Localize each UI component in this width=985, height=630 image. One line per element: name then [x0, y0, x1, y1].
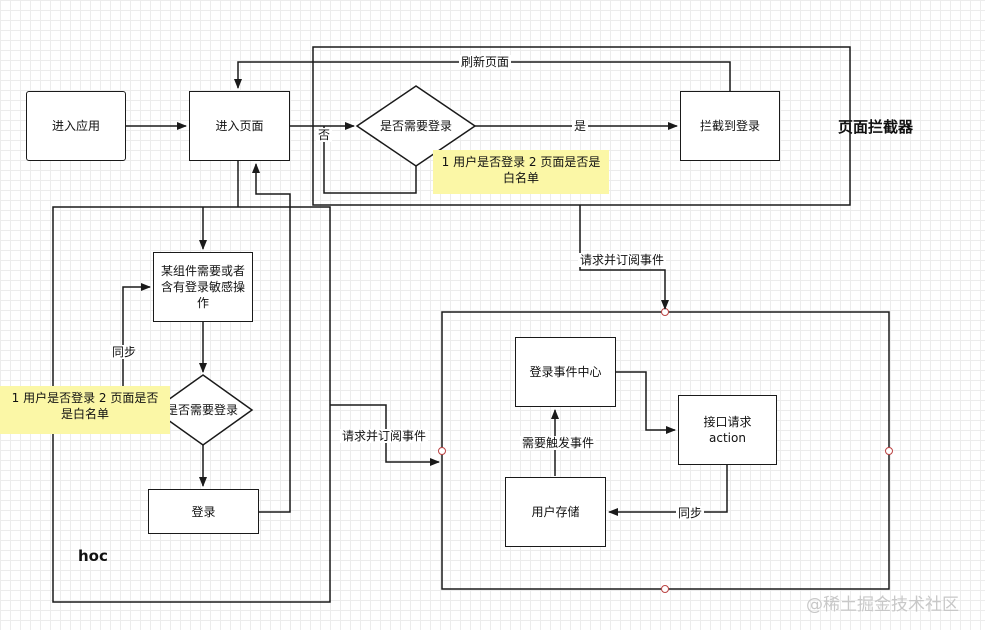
- edge-api-to-storage: [608, 465, 728, 516]
- enter-app-label: 进入应用: [51, 119, 100, 133]
- decision-top-label: 是否需要登录: [380, 119, 453, 133]
- edge-login-back: [252, 163, 291, 513]
- sensitive-op-label: 某组件需要或者含有登录敏感操作: [161, 264, 246, 310]
- subscribe-top-label: 请求并订阅事件: [578, 253, 667, 267]
- user-storage-label: 用户存储: [531, 505, 580, 519]
- interceptor-title: 页面拦截器: [838, 118, 914, 136]
- enter-app-node: 进入应用: [26, 91, 126, 161]
- edge-no-loop: [323, 126, 417, 194]
- login-node: 登录: [148, 489, 259, 534]
- edge-center-to-api: [616, 371, 676, 434]
- hoc-title: hoc: [78, 547, 108, 565]
- left-sticky-note: 1 用户是否登录 2 页面是否是白名单: [0, 386, 170, 434]
- subscribe-left-label: 请求并订阅事件: [340, 429, 429, 443]
- sensitive-op-node: 某组件需要或者含有登录敏感操作: [153, 252, 253, 322]
- sync-left-label: 同步: [110, 345, 139, 359]
- watermark: @稀土掘金技术社区: [806, 595, 959, 615]
- api-request-label: 接口请求 action: [703, 415, 752, 445]
- login-label: 登录: [191, 504, 216, 519]
- no-label: 否: [316, 128, 333, 142]
- enter-page-node: 进入页面: [189, 91, 290, 161]
- enter-page-label: 进入页面: [215, 119, 264, 133]
- user-storage-node: 用户存储: [505, 477, 606, 547]
- login-event-center-node: 登录事件中心: [515, 337, 616, 407]
- decision-hoc-label: 是否需要登录: [166, 403, 239, 417]
- top-note-text: 1 用户是否登录 2 页面是否是白名单: [441, 155, 601, 185]
- api-request-node: 接口请求 action: [678, 395, 777, 465]
- event-group-handle-top: [661, 308, 669, 316]
- refresh-page-label: 刷新页面: [459, 55, 512, 69]
- trigger-event-label: 需要触发事件: [520, 436, 597, 450]
- intercept-login-node: 拦截到登录: [680, 91, 780, 161]
- event-group-handle-right: [885, 447, 893, 455]
- edge-subscribe-top: [579, 205, 669, 310]
- event-group-handle-left: [438, 447, 446, 455]
- intercept-login-label: 拦截到登录: [699, 119, 760, 133]
- login-event-center-label: 登录事件中心: [529, 365, 602, 379]
- top-sticky-note: 1 用户是否登录 2 页面是否是白名单: [433, 150, 609, 194]
- sync-right-label: 同步: [676, 506, 705, 520]
- event-group: [441, 311, 890, 590]
- yes-label: 是: [572, 119, 589, 133]
- event-group-handle-bottom: [661, 585, 669, 593]
- left-note-text: 1 用户是否登录 2 页面是否是白名单: [11, 391, 159, 421]
